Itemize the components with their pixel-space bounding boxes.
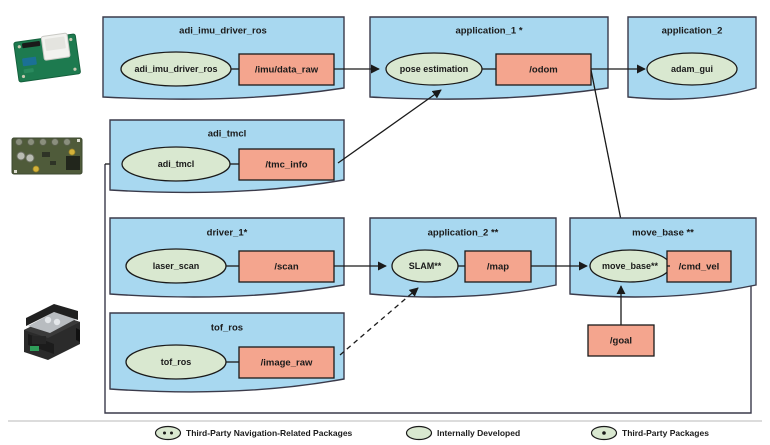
package-title: adi_tmcl xyxy=(208,129,247,140)
topic-rect[interactable] xyxy=(238,148,335,181)
package-move_base[interactable]: move_base ** move_base** /cmd_vel xyxy=(569,217,757,298)
package-title: driver_1* xyxy=(207,228,248,239)
topic-label: /imu/data_raw xyxy=(255,65,319,76)
topic-rect[interactable] xyxy=(587,324,655,357)
topic-label: /tmc_info xyxy=(265,160,307,171)
topic-rect[interactable] xyxy=(666,250,732,283)
edge-tmcinfo-to-pose xyxy=(337,89,442,164)
topic-label: /scan xyxy=(274,262,298,273)
package-title: application_2 xyxy=(662,26,723,37)
package-adi_imu_driver_ros[interactable]: adi_imu_driver_ros adi_imu_driver_ros /i… xyxy=(102,16,345,100)
legend-label: Third-Party Packages xyxy=(622,428,709,438)
node-label: laser_scan xyxy=(153,261,200,271)
node-label: adi_imu_driver_ros xyxy=(134,64,217,74)
ellipse-double-dot-icon xyxy=(154,425,182,441)
node-label: SLAM** xyxy=(409,261,442,271)
topic-rect[interactable] xyxy=(464,250,532,283)
legend-item-internally-developed: Internally Developed xyxy=(405,425,520,441)
package-application_2-slam[interactable]: application_2 ** SLAM** /map xyxy=(369,217,557,298)
package-application_2-gui[interactable]: application_2 adam_gui xyxy=(627,16,757,100)
package-title: move_base ** xyxy=(632,228,694,239)
package-adi_tmcl[interactable]: adi_tmcl adi_tmcl /tmc_info xyxy=(109,119,345,194)
topic-label: /map xyxy=(487,262,509,273)
node-label: move_base** xyxy=(602,261,659,271)
package-driver_1[interactable]: driver_1* laser_scan /scan xyxy=(109,217,345,298)
ellipse-plain-icon xyxy=(405,425,433,441)
topic-rect[interactable] xyxy=(238,346,335,379)
node-label: adam_gui xyxy=(671,64,713,74)
device-image-motor-board xyxy=(6,128,88,186)
topic-label: /odom xyxy=(529,65,558,76)
package-application_1[interactable]: application_1 * pose estimation /odom xyxy=(369,16,609,100)
legend-label: Internally Developed xyxy=(437,428,520,438)
standalone-topic-goal[interactable]: /goal xyxy=(587,324,655,357)
legend-item-third-party-nav: Third-Party Navigation-Related Packages xyxy=(154,425,353,441)
topic-label: /cmd_vel xyxy=(679,262,720,273)
device-image-tof-camera xyxy=(10,300,86,372)
topic-rect[interactable] xyxy=(238,53,335,86)
edge-imageraw-to-slam xyxy=(339,287,419,356)
topic-label: /image_raw xyxy=(261,358,313,369)
node-label: tof_ros xyxy=(161,357,192,367)
node-label: adi_tmcl xyxy=(158,159,195,169)
legend-label: Third-Party Navigation-Related Packages xyxy=(186,428,353,438)
package-tof_ros[interactable]: tof_ros tof_ros /image_raw xyxy=(109,312,345,393)
package-title: application_1 * xyxy=(455,26,522,37)
package-title: adi_imu_driver_ros xyxy=(179,26,267,37)
legend-item-third-party: Third-Party Packages xyxy=(590,425,709,441)
device-image-imu-board xyxy=(6,22,88,92)
package-title: application_2 ** xyxy=(428,228,499,239)
node-label: pose estimation xyxy=(400,64,469,74)
topic-label: /goal xyxy=(610,336,632,347)
package-title: tof_ros xyxy=(211,323,243,334)
node-ellipse[interactable] xyxy=(646,52,738,86)
